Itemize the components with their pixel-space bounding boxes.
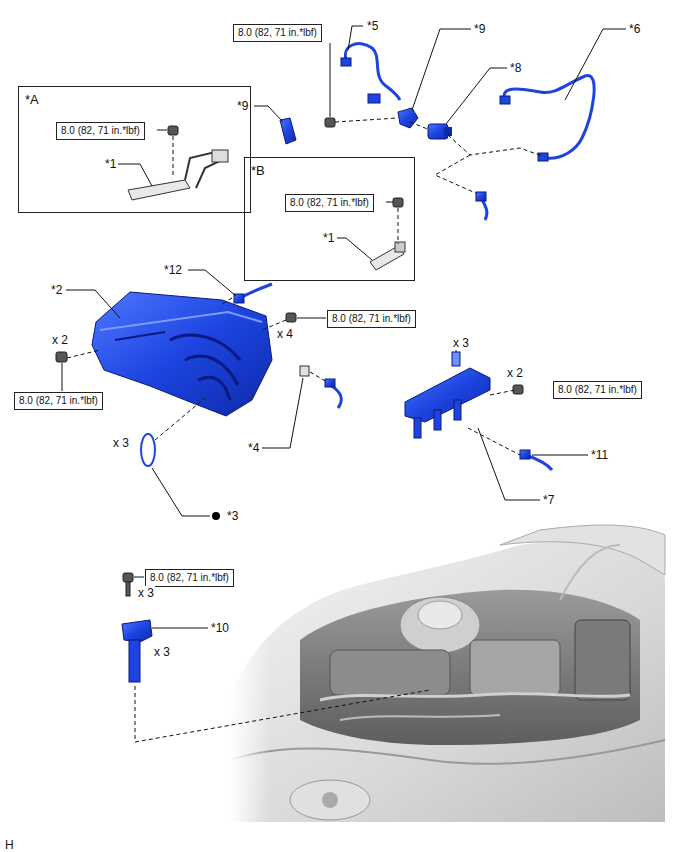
quantity-label: x 2 (506, 366, 524, 380)
callout-number: *12 (163, 263, 183, 277)
quantity-label: x 2 (51, 333, 69, 347)
callout-number: *8 (509, 61, 522, 75)
bolt (56, 118, 523, 596)
connector-plug (476, 192, 487, 220)
callout-number: *11 (590, 448, 609, 462)
callout-number: *5 (366, 19, 379, 33)
torque-box: 8.0 (82, 71 in.*lbf) (56, 122, 145, 140)
callout-number: *6 (628, 22, 641, 36)
torque-value: 8.0 (82, 71 in.*lbf) (238, 27, 317, 38)
fuel-rail (405, 352, 490, 438)
torque-box: 8.0 (82, 71 in.*lbf) (233, 24, 322, 42)
torque-value: 8.0 (82, 71 in.*lbf) (332, 313, 411, 324)
callout-number: *9 (473, 22, 486, 36)
callout-number: *3 (226, 509, 239, 523)
callout-number: *10 (210, 621, 230, 635)
quantity-label: x 3 (153, 645, 171, 659)
quantity-label: x 3 (137, 586, 155, 600)
quantity-label: x 3 (452, 336, 470, 350)
torque-value: 8.0 (82, 71 in.*lbf) (558, 384, 637, 395)
quantity-label: x 3 (112, 436, 130, 450)
leader-line (62, 26, 626, 628)
hose (300, 366, 341, 408)
sensor (370, 242, 405, 270)
torque-box: 8.0 (82, 71 in.*lbf) (14, 392, 103, 410)
torque-value: 8.0 (82, 71 in.*lbf) (61, 125, 140, 136)
torque-box: 8.0 (82, 71 in.*lbf) (553, 381, 642, 399)
detail-box: *A 8.0 (82, 71 in.*lbf) (18, 86, 251, 213)
wire-harness (341, 44, 400, 103)
ignition-coil (122, 620, 152, 682)
callout-number: *7 (542, 493, 555, 507)
torque-box: 8.0 (82, 71 in.*lbf) (285, 194, 374, 212)
detail-heading: *B (251, 163, 265, 178)
gasket (141, 434, 155, 466)
connector (520, 450, 530, 459)
callout-number: *1 (322, 231, 335, 245)
bracket (398, 108, 418, 128)
detail-box: *B 8.0 (82, 71 in.*lbf) (244, 157, 415, 281)
torque-value: 8.0 (82, 71 in.*lbf) (290, 197, 369, 208)
torque-value: 8.0 (82, 71 in.*lbf) (150, 572, 229, 583)
torque-value: 8.0 (82, 71 in.*lbf) (19, 395, 98, 406)
vehicle-view (230, 525, 665, 822)
callout-number: *2 (50, 283, 63, 297)
sensor (128, 150, 228, 200)
torque-box: 8.0 (82, 71 in.*lbf) (327, 310, 416, 328)
non-reusable-mark (212, 512, 220, 520)
torque-box: 8.0 (82, 71 in.*lbf) (145, 569, 234, 587)
callout-number: H (4, 838, 15, 852)
wire (240, 284, 272, 298)
callout-number: *1 (104, 157, 117, 171)
intake-manifold (92, 292, 272, 416)
wire-harness (500, 75, 594, 161)
callout-number: *4 (247, 441, 260, 455)
quantity-label: x 4 (276, 327, 294, 341)
alignment-line (67, 118, 542, 742)
callout-number: *9 (236, 99, 249, 113)
detail-heading: *A (25, 92, 39, 107)
connector (428, 124, 452, 139)
